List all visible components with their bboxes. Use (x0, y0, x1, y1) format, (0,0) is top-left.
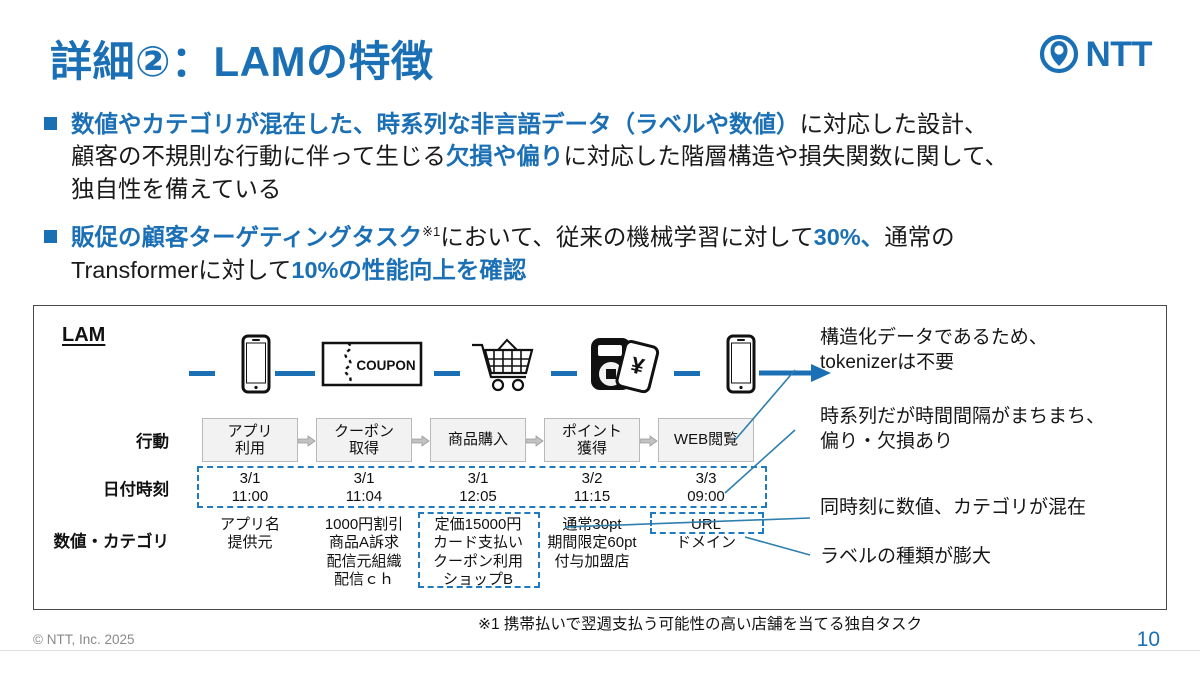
svg-text:¥: ¥ (628, 351, 647, 379)
bullet-square-icon (44, 230, 57, 244)
annotation-2: 同時刻に数値、カテゴリが混在 (820, 497, 1087, 518)
step-arrow-icon (525, 434, 548, 447)
mobile-payment-icon: ¥ (585, 331, 665, 397)
footer-divider (0, 650, 1200, 651)
page-title: 詳細②：LAMの特徴 (50, 38, 434, 85)
connector-dash (275, 371, 315, 376)
connector-dash (551, 371, 577, 376)
row-label-datetime: 日付時刻 (103, 481, 169, 499)
highlight-dashed-box (650, 512, 764, 534)
ntt-logo: NTT (1039, 34, 1152, 74)
action-box: 商品購入 (430, 418, 526, 462)
svg-text:COUPON: COUPON (356, 358, 415, 373)
step-arrow-icon (297, 434, 320, 447)
copyright: © NTT, Inc. 2025 (33, 632, 135, 647)
footnote: ※1 携帯払いで翌週支払う可能性の高い店舗を当てる独自タスク (478, 616, 922, 633)
lam-label: LAM (62, 324, 106, 346)
smartphone-icon (221, 331, 291, 397)
bullet-text-0: 数値やカテゴリが混在した、時系列な非言語データ（ラベルや数値）に対応した設計、顧… (71, 111, 1008, 202)
step-arrow-icon (411, 434, 434, 447)
action-box: WEB閲覧 (658, 418, 754, 462)
bullet-item: 販促の顧客ターゲティングタスク※1において、従来の機械学習に対して30%、通常の… (44, 221, 1164, 286)
row-label-action: 行動 (136, 433, 169, 451)
connector-dash (434, 371, 460, 376)
value-category-cell: 1000円割引商品A訴求配信元組織配信ｃｈ (324, 516, 404, 588)
action-box: ポイント獲得 (544, 418, 640, 462)
action-box: アプリ利用 (202, 418, 298, 462)
bullet-item: 数値やカテゴリが混在した、時系列な非言語データ（ラベルや数値）に対応した設計、顧… (44, 108, 1164, 205)
bullet-list: 数値やカテゴリが混在した、時系列な非言語データ（ラベルや数値）に対応した設計、顧… (44, 108, 1164, 302)
highlight-dashed-box (418, 512, 540, 588)
page-number: 10 (1136, 628, 1160, 651)
icon-strip: COUPON (189, 331, 831, 401)
ntt-swirl-icon (1039, 34, 1079, 74)
connector-dash (674, 371, 700, 376)
bullet-square-icon (44, 117, 57, 130)
row-label-value-category: 数値・カテゴリ (53, 533, 170, 551)
step-arrow-icon (639, 434, 662, 447)
value-category-cell: アプリ名提供元 (219, 516, 280, 552)
action-box: クーポン取得 (316, 418, 412, 462)
annotation-0: 構造化データであるため、tokenizerは不要 (820, 327, 1048, 373)
connector-dash (189, 371, 215, 376)
coupon-ticket-icon: COUPON (319, 331, 425, 397)
annotation-1: 時系列だが時間間隔がまちまち、偏り・欠損あり (820, 406, 1106, 452)
bullet-text-1: 販促の顧客ターゲティングタスク※1において、従来の機械学習に対して30%、通常の… (71, 224, 955, 283)
annotation-3: ラベルの種類が膨大 (820, 546, 992, 567)
ntt-logo-text: NTT (1085, 34, 1152, 74)
lam-diagram: LAM COUPON (33, 305, 1167, 610)
value-category-cell: 定価15000円カード支払いクーポン利用ショップB (432, 516, 523, 588)
shopping-cart-icon (466, 331, 542, 397)
